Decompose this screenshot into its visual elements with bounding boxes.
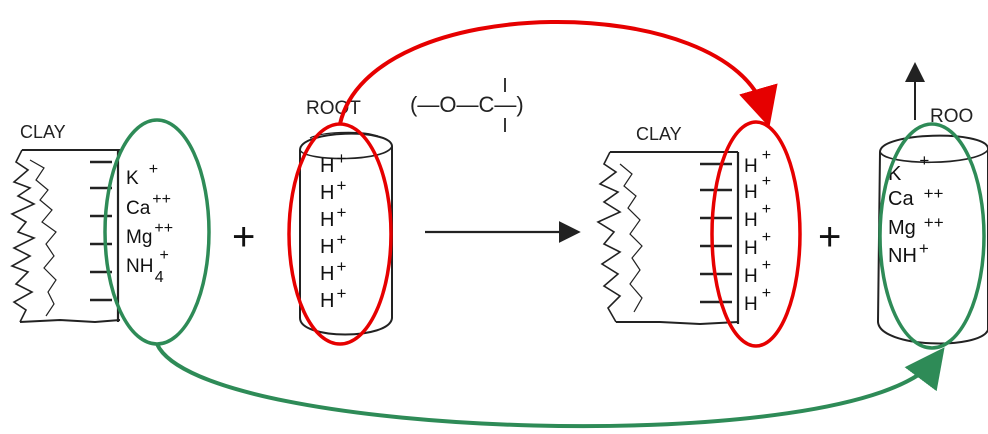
ion-nh-right: NH+	[888, 239, 929, 267]
ion-nh4-left: NH+4	[126, 247, 169, 286]
root-label-right: ROO	[930, 106, 973, 127]
clay-h-ion: H+	[744, 201, 771, 231]
ion-k-left: K+	[126, 161, 158, 189]
root-h-ion: H+	[320, 149, 346, 177]
root-h-ion: H+	[320, 203, 346, 231]
green-cation-transfer-arrow	[155, 343, 945, 429]
clay-h-ion: H+	[744, 229, 771, 259]
middle-root: ROOT (—O—C—)	[299, 78, 524, 336]
ion-mg-right: Mg++	[888, 213, 944, 239]
root-h-ion: H+	[320, 176, 346, 204]
plus-sign-2: +	[818, 215, 841, 259]
clay-h-ion: H+	[744, 147, 771, 177]
plus-sign-1: +	[232, 215, 255, 259]
formula-label: (—O—C—)	[410, 92, 524, 117]
clay-h-ion: H+	[744, 257, 771, 287]
root-h-ion: H+	[320, 257, 346, 285]
root-h-ion: H+	[320, 230, 346, 258]
clay-label-left: CLAY	[20, 122, 66, 142]
red-h-transfer-arrow	[338, 19, 778, 128]
ion-ca-left: Ca++	[126, 191, 171, 219]
root-h-ions: H+ H+ H+ H+ H+ H+	[320, 149, 346, 312]
right-clay-particle: CLAY	[596, 124, 740, 326]
left-clay-cations: K+ Ca++ Mg++ NH+4	[126, 161, 173, 286]
clay-label-right: CLAY	[636, 124, 682, 144]
clay-h-ion: H+	[744, 173, 771, 203]
ion-mg-left: Mg++	[126, 220, 173, 248]
root-h-ion: H+	[320, 284, 346, 312]
ion-ca-right: Ca++	[888, 184, 944, 210]
right-clay-h-ions: H+ H+ H+ H+ H+ H+	[744, 147, 771, 315]
clay-h-ion: H+	[744, 285, 771, 315]
right-root-cations: K+ Ca++ Mg++ NH+	[888, 151, 944, 267]
root-label-middle: ROOT	[306, 98, 361, 119]
